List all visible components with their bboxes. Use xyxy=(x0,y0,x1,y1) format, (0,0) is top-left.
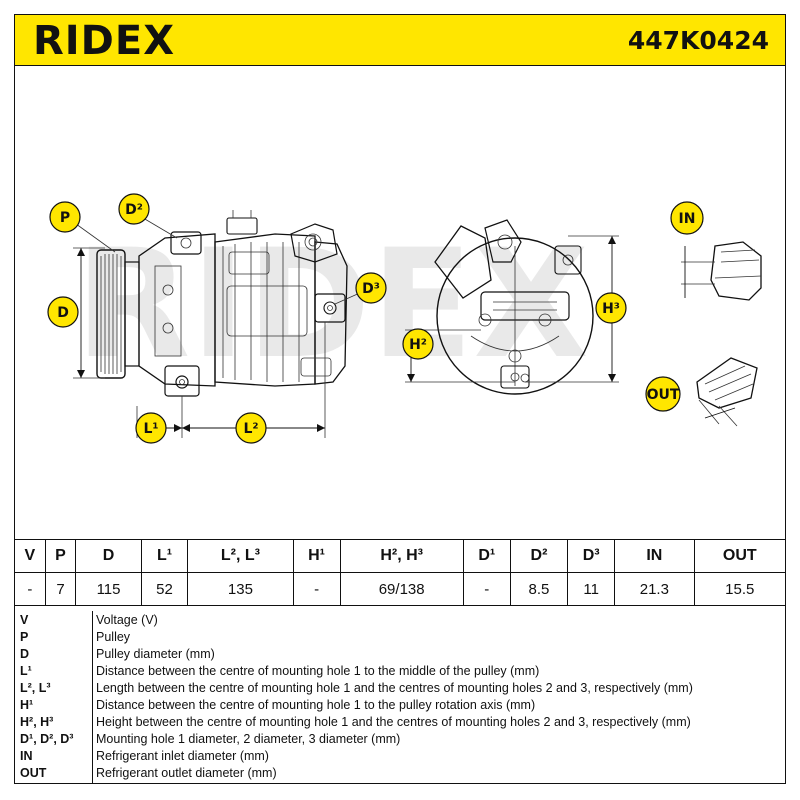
compressor-diagram: RIDEX xyxy=(47,193,762,444)
legend-row: L¹ Distance between the centre of mounti… xyxy=(14,662,786,679)
legend-row: V Voltage (V) xyxy=(14,611,786,628)
spec-value-cell: 52 xyxy=(140,572,189,606)
outlet-fitting-detail xyxy=(696,357,758,427)
legend-desc: Refrigerant outlet diameter (mm) xyxy=(96,765,277,780)
content-frame xyxy=(14,66,786,784)
legend-key: OUT xyxy=(20,765,47,780)
legend-desc: Distance between the centre of mounting … xyxy=(96,697,536,712)
badge-d3: D³ xyxy=(355,272,387,304)
badge-h2: H² xyxy=(402,328,434,360)
legend-desc: Pulley xyxy=(96,629,131,644)
spec-header-cell: L¹ xyxy=(140,539,189,573)
spec-value-row: - 7 115 52 135 - 69/138 - 8.5 11 21.3 15… xyxy=(14,572,787,606)
svg-text:H³: H³ xyxy=(602,301,620,317)
compressor-side-view xyxy=(64,210,372,438)
legend-desc: Mounting hole 1 diameter, 2 diameter, 3 … xyxy=(96,731,401,746)
spec-value-cell: 7 xyxy=(44,572,77,606)
spec-header-cell: D¹ xyxy=(462,539,511,573)
spec-header-cell: D³ xyxy=(567,539,616,573)
spec-value-cell: 69/138 xyxy=(339,572,464,606)
spec-table: V P D L¹ L², L³ H¹ H², H³ D¹ D² D³ IN OU… xyxy=(14,539,787,606)
svg-text:OUT: OUT xyxy=(647,387,680,403)
legend-desc: Voltage (V) xyxy=(96,612,158,627)
badge-d: D xyxy=(47,296,79,328)
spec-value-cell: 15.5 xyxy=(693,572,787,606)
svg-text:D³: D³ xyxy=(362,281,380,297)
spec-header-cell: D xyxy=(75,539,142,573)
svg-text:L²: L² xyxy=(243,421,258,437)
legend-row: H², H³ Height between the centre of moun… xyxy=(14,713,786,730)
legend-divider xyxy=(92,611,93,783)
legend-key: IN xyxy=(20,748,33,763)
legend-row: IN Refrigerant inlet diameter (mm) xyxy=(14,747,786,764)
spec-header-cell: OUT xyxy=(693,539,787,573)
svg-text:H²: H² xyxy=(409,337,427,353)
svg-text:L¹: L¹ xyxy=(143,421,158,437)
svg-text:D²: D² xyxy=(125,202,143,218)
badge-p: P xyxy=(49,201,81,233)
legend-row: H¹ Distance between the centre of mounti… xyxy=(14,696,786,713)
badge-l1: L¹ xyxy=(135,412,167,444)
legend-desc: Height between the centre of mounting ho… xyxy=(96,714,691,729)
legend-key: H², H³ xyxy=(20,714,54,729)
badge-l2: L² xyxy=(235,412,267,444)
badge-in: IN xyxy=(670,201,704,235)
legend-row: P Pulley xyxy=(14,628,786,645)
inlet-fitting-detail xyxy=(681,241,762,301)
legend-key: D xyxy=(20,646,30,661)
spec-header-cell: D² xyxy=(509,539,569,573)
spec-header-cell: H², H³ xyxy=(339,539,464,573)
svg-text:P: P xyxy=(60,210,70,226)
legend-desc: Pulley diameter (mm) xyxy=(96,646,215,661)
legend-key: D¹, D², D³ xyxy=(20,731,74,746)
part-number: 447K0424 xyxy=(627,26,769,55)
badge-d2: D² xyxy=(118,193,150,225)
brand-logo: RIDEX xyxy=(33,18,176,64)
legend-row: OUT Refrigerant outlet diameter (mm) xyxy=(14,764,786,781)
legend-key: H¹ xyxy=(20,697,34,712)
legend-row: D Pulley diameter (mm) xyxy=(14,645,786,662)
spec-value-cell: 11 xyxy=(567,572,616,606)
legend-row: D¹, D², D³ Mounting hole 1 diameter, 2 d… xyxy=(14,730,786,747)
legend-key: V xyxy=(20,612,29,627)
spec-header-cell: V xyxy=(14,539,46,573)
badge-h3: H³ xyxy=(595,292,627,324)
legend-key: P xyxy=(20,629,29,644)
spec-value-cell: - xyxy=(14,572,46,606)
legend: V Voltage (V) P Pulley D Pulley diameter… xyxy=(14,611,786,783)
spec-header-cell: H¹ xyxy=(292,539,341,573)
spec-header-cell: IN xyxy=(614,539,695,573)
spec-header-cell: L², L³ xyxy=(187,539,294,573)
legend-key: L¹ xyxy=(20,663,32,678)
spec-value-cell: - xyxy=(292,572,341,606)
legend-desc: Length between the centre of mounting ho… xyxy=(96,680,693,695)
legend-key: L², L³ xyxy=(20,680,51,695)
spec-value-cell: 135 xyxy=(187,572,294,606)
header-bar: RIDEX 447K0424 xyxy=(14,14,786,66)
badge-out: OUT xyxy=(645,376,681,412)
svg-text:D: D xyxy=(57,305,69,321)
legend-row: L², L³ Length between the centre of moun… xyxy=(14,679,786,696)
spec-value-cell: - xyxy=(462,572,511,606)
svg-text:IN: IN xyxy=(679,211,696,227)
legend-desc: Distance between the centre of mounting … xyxy=(96,663,540,678)
spec-value-cell: 115 xyxy=(75,572,142,606)
legend-desc: Refrigerant inlet diameter (mm) xyxy=(96,748,269,763)
spec-header-row: V P D L¹ L², L³ H¹ H², H³ D¹ D² D³ IN OU… xyxy=(14,539,787,573)
spec-value-cell: 21.3 xyxy=(614,572,695,606)
watermark: RIDEX xyxy=(75,218,589,392)
spec-value-cell: 8.5 xyxy=(509,572,569,606)
spec-header-cell: P xyxy=(44,539,77,573)
